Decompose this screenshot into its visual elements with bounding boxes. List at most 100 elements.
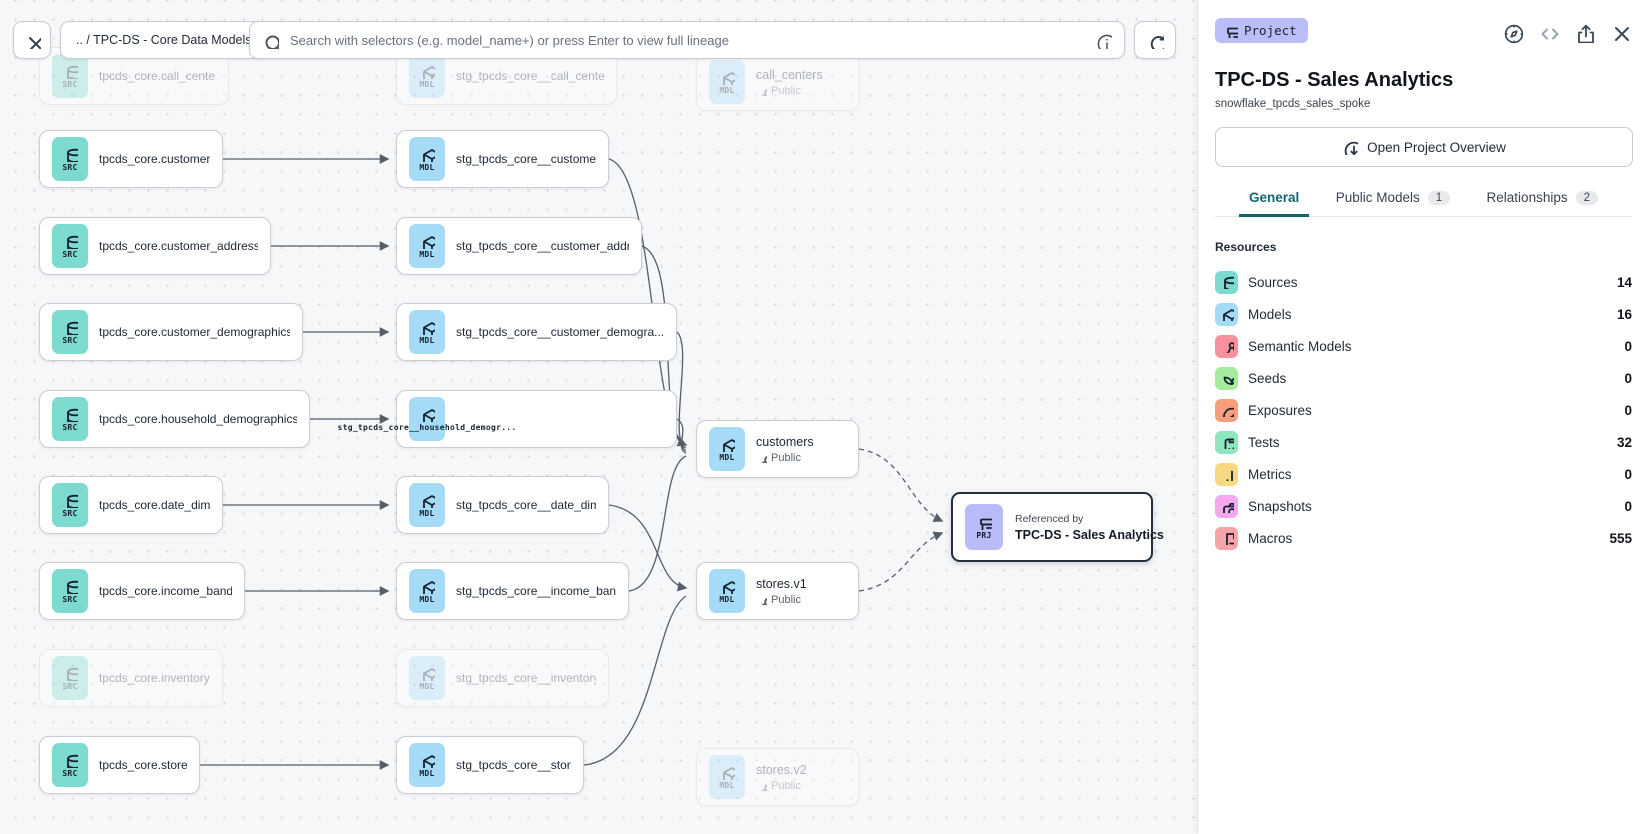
model-node[interactable]: MDL stg_tpcds_core__income_band [396, 562, 629, 620]
resource-row-snapshots[interactable]: Snapshots 0 [1215, 490, 1632, 522]
source-node[interactable]: SRC tpcds_core.store [39, 736, 200, 794]
model-chip: MDL [409, 743, 445, 787]
database-icon [1215, 270, 1238, 294]
explore-compass-icon[interactable] [1502, 22, 1523, 43]
project-chip: PRJ [965, 504, 1003, 550]
database-icon [66, 148, 78, 162]
cube-icon [422, 65, 435, 79]
database-icon [66, 235, 78, 249]
refresh-button[interactable] [1134, 21, 1176, 59]
model-chip: MDL [409, 569, 445, 613]
cube-icon [722, 438, 735, 452]
model-chip: stg_tpcds_core__household_demogr... [337, 397, 516, 441]
resource-row-tests[interactable]: Tests 32 [1215, 426, 1632, 458]
refresh-icon [1147, 32, 1164, 49]
breadcrumb[interactable]: .. / TPC-DS - Core Data Models [60, 21, 268, 59]
source-node[interactable]: SRC tpcds_core.household_demographics [39, 390, 310, 448]
model-node[interactable]: MDL stg_tpcds_core__date_dim [396, 476, 609, 534]
source-node[interactable]: SRC tpcds_core.date_dim [39, 476, 223, 534]
tab-relationships[interactable]: Relationships 2 [1477, 184, 1608, 217]
model-chip: MDL [409, 483, 445, 527]
search-bar [249, 21, 1125, 59]
public-model-node[interactable]: MDL call_centers Public [696, 53, 859, 111]
model-node[interactable]: MDL stg_tpcds_core__inventory [396, 649, 609, 707]
page-title: TPC-DS - Sales Analytics [1215, 69, 1454, 91]
cube-icon [722, 766, 735, 780]
model-chip: MDL [409, 310, 445, 354]
model-node[interactable]: MDL stg_tpcds_core__store [396, 736, 584, 794]
source-node[interactable]: SRC tpcds_core.inventory [39, 649, 223, 707]
tab-general[interactable]: General [1239, 184, 1310, 217]
overview-circle-arrow-icon [1344, 141, 1359, 155]
resource-row-metrics[interactable]: Metrics 0 [1215, 458, 1632, 490]
cube-icon [722, 71, 735, 85]
public-model-node[interactable]: MDL stores.v2 Public [696, 748, 859, 806]
search-icon [262, 32, 279, 49]
panel-actions [1502, 22, 1631, 43]
database-icon [66, 580, 78, 594]
model-chip: MDL [409, 224, 445, 268]
tab-public-models[interactable]: Public Models 1 [1326, 184, 1460, 217]
cube-icon [422, 148, 435, 162]
clipboard-check-icon [1215, 430, 1238, 454]
model-chip: MDL [709, 755, 745, 799]
resource-type-badge: Project [1215, 18, 1308, 43]
model-node[interactable]: MDL stg_tpcds_core__customer_address [396, 217, 642, 275]
archive-box-icon [979, 518, 992, 530]
cube-icon [422, 580, 435, 594]
lock-open-icon [761, 88, 767, 96]
source-chip: SRC [52, 397, 88, 441]
source-node[interactable]: SRC tpcds_core.income_band [39, 562, 245, 620]
resources-list: Sources 14 Models 16 Semantic Models 0 S… [1215, 266, 1632, 554]
lock-open-icon [761, 455, 767, 463]
close-icon [24, 32, 41, 49]
database-icon [66, 321, 78, 335]
lock-open-icon [761, 597, 767, 605]
model-chip: MDL [409, 137, 445, 181]
info-icon[interactable] [1095, 32, 1112, 49]
public-model-node[interactable]: MDL stores.v1 Public [696, 562, 859, 620]
resource-row-models[interactable]: Models 16 [1215, 298, 1632, 330]
source-node[interactable]: SRC tpcds_core.customer [39, 130, 223, 188]
resource-row-sources[interactable]: Sources 14 [1215, 266, 1632, 298]
open-project-overview-button[interactable]: Open Project Overview [1215, 127, 1633, 167]
cube-icon [422, 408, 435, 422]
resource-row-exposures[interactable]: Exposures 0 [1215, 394, 1632, 426]
model-chip: MDL [709, 60, 745, 104]
source-chip: SRC [52, 743, 88, 787]
close-panel-icon[interactable] [1610, 22, 1631, 43]
share-icon[interactable] [1574, 22, 1595, 43]
cube-icon [422, 667, 435, 681]
database-icon [66, 65, 78, 79]
cube-icon [722, 580, 735, 594]
seedling-icon [1215, 366, 1238, 390]
source-node[interactable]: SRC tpcds_core.customer_address [39, 217, 271, 275]
model-chip: MDL [709, 569, 745, 613]
cube-icon [422, 321, 435, 335]
cube-icon [1215, 302, 1238, 326]
resource-row-macros[interactable]: Macros 555 [1215, 522, 1632, 554]
lineage-canvas[interactable]: SRC tpcds_core.call_center SRC tpcds_cor… [0, 0, 1197, 834]
source-node[interactable]: SRC tpcds_core.customer_demographics [39, 303, 303, 361]
database-icon [66, 408, 78, 422]
close-lineage-button[interactable] [13, 21, 51, 59]
resource-row-semantic-models[interactable]: Semantic Models 0 [1215, 330, 1632, 362]
code-icon[interactable] [1538, 22, 1559, 43]
document-icon [1215, 526, 1238, 550]
project-node[interactable]: PRJ Referenced by TPC-DS - Sales Analyti… [951, 492, 1164, 562]
resources-heading: Resources [1215, 240, 1277, 254]
model-chip: MDL [409, 54, 445, 98]
details-panel: Project TPC-DS - Sales Analytics snowfla… [1197, 0, 1648, 834]
public-model-node[interactable]: MDL customers Public [696, 420, 859, 478]
resource-row-seeds[interactable]: Seeds 0 [1215, 362, 1632, 394]
search-input[interactable] [288, 31, 1086, 49]
tab-count-badge: 1 [1427, 190, 1451, 205]
bar-chart-icon [1215, 462, 1238, 486]
source-chip: SRC [52, 656, 88, 700]
source-chip: SRC [52, 483, 88, 527]
cube-icon [422, 754, 435, 768]
model-node[interactable]: MDL stg_tpcds_core__customer [396, 130, 609, 188]
gauge-icon [1215, 398, 1238, 422]
model-node[interactable]: stg_tpcds_core__household_demogr... [337, 390, 677, 448]
model-node[interactable]: MDL stg_tpcds_core__customer_demogra... [396, 303, 677, 361]
